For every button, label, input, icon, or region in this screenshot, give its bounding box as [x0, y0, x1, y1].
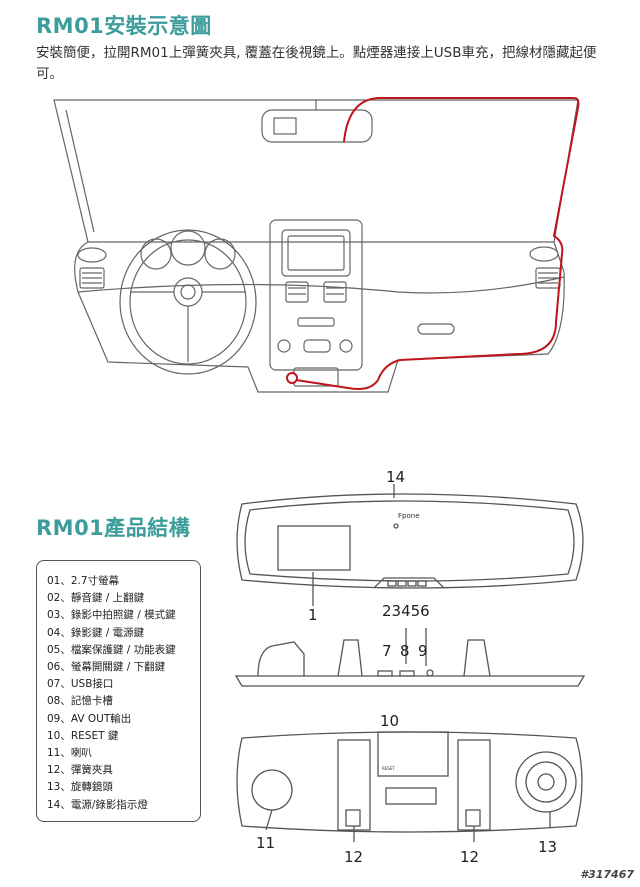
part-item: 06、螢幕開關鍵 / 下翻鍵 [47, 661, 166, 674]
label-8: 8 [400, 642, 410, 660]
watermark: #317467 [580, 868, 634, 881]
label-14: 14 [386, 470, 405, 486]
part-item: 10、RESET 鍵 [47, 729, 119, 742]
part-item: 11、喇叭 [47, 747, 92, 760]
label-9: 9 [418, 642, 428, 660]
product-structure-title: RM01產品結構 [36, 516, 191, 540]
dashboard-illustration [53, 97, 580, 393]
part-item: 07、USB接口 [47, 678, 114, 691]
part-item: 05、檔案保護鍵 / 功能表鍵 [47, 643, 176, 656]
part-item: 13、旋轉鏡頭 [47, 781, 113, 794]
label-12b: 12 [460, 848, 479, 866]
install-diagram-title: RM01安裝示意圖 [36, 14, 212, 38]
part-item: 14、電源/錄影指示燈 [47, 798, 148, 811]
part-item: 03、錄影中拍照鍵 / 模式鍵 [47, 609, 176, 622]
part-item: 08、記憶卡槽 [47, 695, 113, 708]
label-11: 11 [256, 834, 275, 852]
label-12a: 12 [344, 848, 363, 866]
parts-list-box: 01、2.7寸螢幕 02、靜音鍵 / 上翻鍵 03、錄影中拍照鍵 / 模式鍵 0… [36, 560, 201, 822]
part-item: 04、錄影鍵 / 電源鍵 [47, 626, 145, 639]
part-item: 01、2.7寸螢幕 [47, 575, 120, 587]
label-buttons: 23456 [382, 602, 430, 620]
part-item: 09、AV OUT輸出 [47, 712, 132, 725]
product-structure-illustration: 14 1 23456 7 8 9 10 11 12 12 13 Fpone RE… [234, 470, 586, 866]
brand-logo-text: Fpone [398, 512, 420, 520]
part-item: 02、靜音鍵 / 上翻鍵 [47, 592, 145, 605]
label-1: 1 [308, 606, 318, 624]
label-10: 10 [380, 712, 399, 730]
install-description: 安裝簡便，拉開RM01上彈簧夾具, 覆蓋在後視鏡上。點煙器連接上USB車充，把線… [36, 45, 597, 82]
label-7: 7 [382, 642, 392, 660]
label-13: 13 [538, 838, 557, 856]
parts-list: 01、2.7寸螢幕 02、靜音鍵 / 上翻鍵 03、錄影中拍照鍵 / 模式鍵 0… [47, 573, 200, 814]
part-item: 12、彈簧夾具 [47, 764, 113, 777]
reset-text: RESET [382, 766, 395, 771]
